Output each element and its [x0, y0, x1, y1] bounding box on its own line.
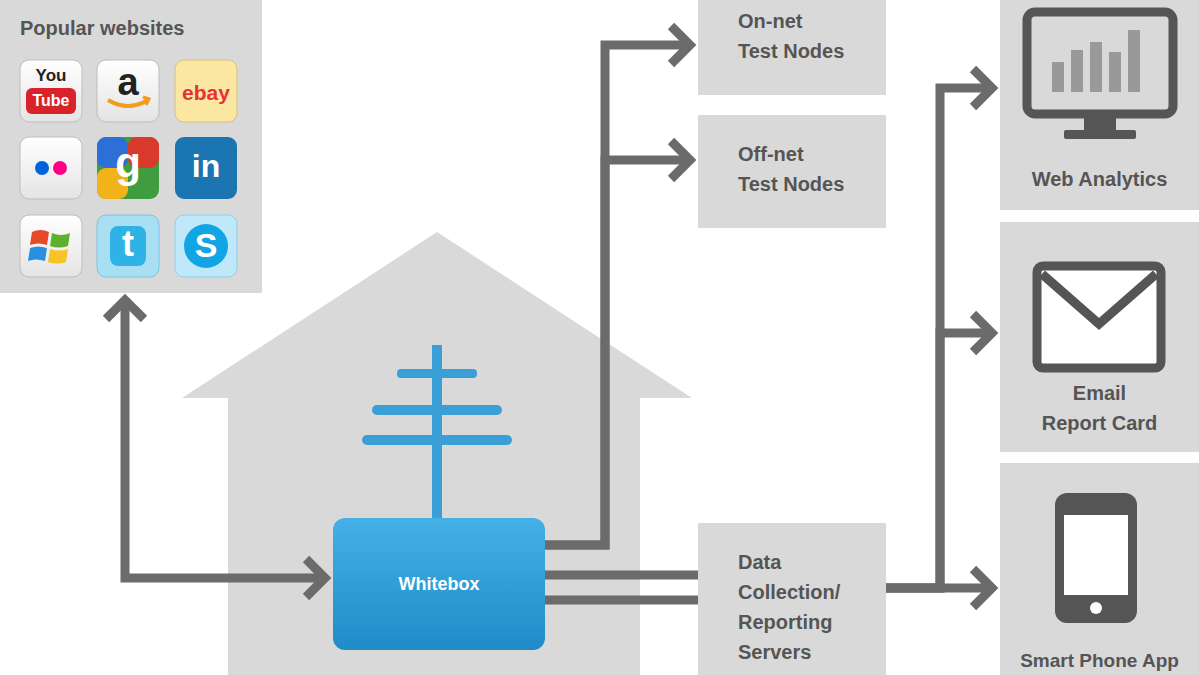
antenna: [362, 345, 512, 525]
process-box: Off-net Test Nodes: [698, 115, 886, 228]
logo-text: You: [36, 67, 67, 84]
monitor-icon: [1000, 0, 1199, 150]
antenna-bar: [362, 435, 512, 445]
connector-line: [886, 88, 987, 588]
ebay-tile: [175, 60, 237, 122]
connector-arrow: [886, 569, 992, 607]
envelope-icon: [1000, 222, 1199, 382]
windows-flag: [48, 249, 68, 264]
logo-text: in: [192, 150, 220, 182]
windows-flag: [50, 233, 70, 248]
process-box: On-net Test Nodes: [698, 0, 886, 95]
flickr-tile: [20, 137, 82, 199]
whitebox-device: Whitebox: [333, 518, 545, 650]
envelope-body: [1037, 266, 1161, 368]
phone-button: [1090, 602, 1102, 614]
youtube-tile: [20, 60, 82, 122]
output-box: Smart Phone App: [1000, 463, 1199, 675]
house-shape: [182, 232, 692, 675]
node-label: Smart Phone App: [1019, 650, 1180, 672]
connector-line: [886, 584, 987, 593]
connector-arrow: [545, 141, 690, 545]
google-tile: [97, 137, 159, 199]
chart-bar: [1052, 62, 1064, 92]
arrow-head: [973, 569, 992, 607]
connector-line: [886, 333, 987, 588]
logo-text: Tube: [32, 93, 69, 109]
windows-flag: [28, 247, 47, 262]
connector-arrow: [545, 600, 698, 601]
node-label: On-net Test Nodes: [738, 6, 847, 66]
antenna-bar: [397, 369, 477, 378]
youtube-red: [26, 88, 76, 114]
arrow-head: [306, 559, 325, 597]
chart-bar: [1128, 30, 1140, 92]
connector-arrow: [545, 575, 698, 576]
connector-line: [545, 160, 685, 545]
logo-text: S: [195, 228, 218, 262]
panel-title: Popular websites: [20, 13, 262, 43]
connector-line: [545, 571, 698, 580]
arrow-head: [973, 314, 992, 352]
arrow-head: [671, 141, 690, 179]
amazon-smile: [143, 97, 149, 105]
logo-text: ebay: [182, 82, 230, 103]
whitebox-shape: [333, 518, 545, 650]
logo-text: g: [115, 142, 141, 184]
server-box: Data Collection/ Reporting Servers: [698, 523, 886, 675]
monitor-base: [1064, 130, 1136, 139]
connector-arrow: [545, 26, 690, 545]
windows-flag: [30, 230, 49, 245]
linkedin-tile: [175, 137, 237, 199]
logo-text: t: [122, 226, 134, 262]
node-label: Data Collection/ Reporting Servers: [738, 547, 843, 667]
output-box: Email Report Card: [1000, 222, 1199, 452]
connector-line: [545, 45, 685, 545]
logo-text: a: [117, 63, 138, 101]
node-label: Off-net Test Nodes: [738, 139, 847, 199]
arrow-head: [671, 26, 690, 64]
arrow-head: [973, 69, 992, 107]
skype-badge: [184, 224, 228, 268]
chart-bar: [1071, 50, 1083, 92]
node-label: Email Report Card: [1041, 378, 1159, 438]
flickr-dot: [35, 161, 49, 175]
windows-tile: [20, 215, 82, 277]
flickr-dot: [53, 161, 67, 175]
connector-arrow: [106, 300, 325, 597]
node-label: Whitebox: [399, 569, 480, 599]
arrow-head: [106, 300, 144, 319]
twitter-badge: [110, 226, 146, 266]
phone-screen: [1064, 515, 1128, 595]
chart-bar: [1109, 52, 1121, 92]
connector-arrow: [886, 69, 992, 588]
amazon-tile: [97, 60, 159, 122]
envelope-flap: [1042, 274, 1156, 324]
connector-line: [545, 596, 698, 605]
twitter-tile: [97, 215, 159, 277]
node-label: Web Analytics: [1031, 164, 1169, 194]
phone-body: [1055, 493, 1137, 623]
monitor-frame: [1027, 12, 1173, 114]
skype-tile: [175, 215, 237, 277]
phone-icon: [1000, 463, 1199, 633]
chart-bar: [1090, 42, 1102, 92]
connector-line: [125, 305, 320, 578]
output-box: Web Analytics: [1000, 0, 1199, 210]
antenna-bar: [372, 405, 502, 415]
connector-arrow: [886, 314, 992, 588]
monitor-neck: [1084, 114, 1116, 132]
